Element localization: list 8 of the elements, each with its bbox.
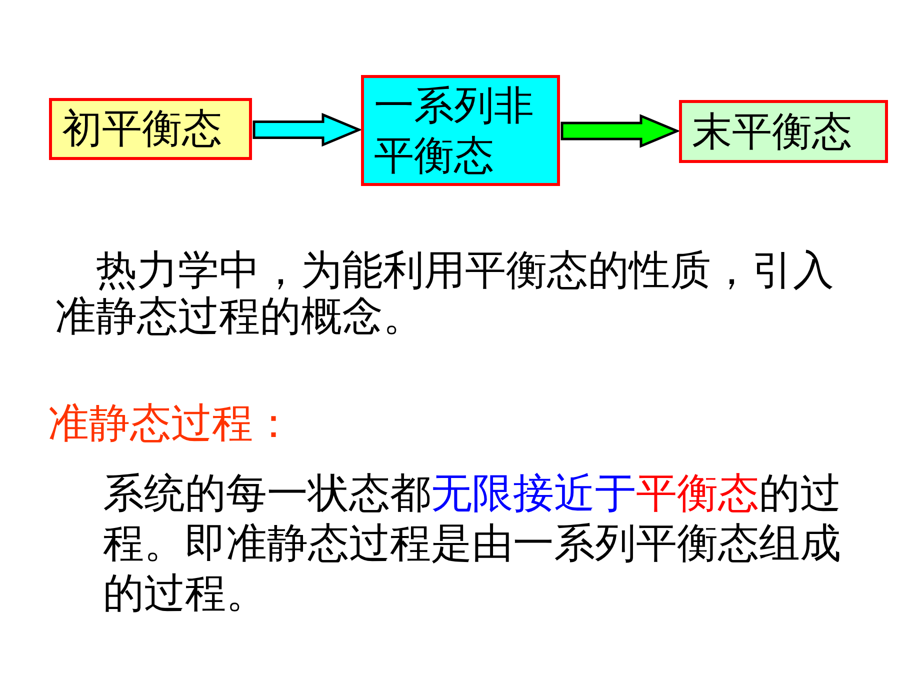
block-arrow <box>560 114 680 148</box>
heading: 准静态过程： <box>48 399 295 448</box>
state-box: 一系列非平衡态 <box>361 75 560 186</box>
state-box: 初平衡态 <box>49 98 252 160</box>
paragraph: 热力学中，为能利用平衡态的性质，引入准静态过程的概念。 <box>55 247 835 339</box>
paragraph: 系统的每一状态都无限接近于平衡态的过程。即准静态过程是由一系列平衡态组成的过程。 <box>103 469 842 618</box>
block-arrow <box>252 112 362 147</box>
state-box: 末平衡态 <box>679 100 888 163</box>
